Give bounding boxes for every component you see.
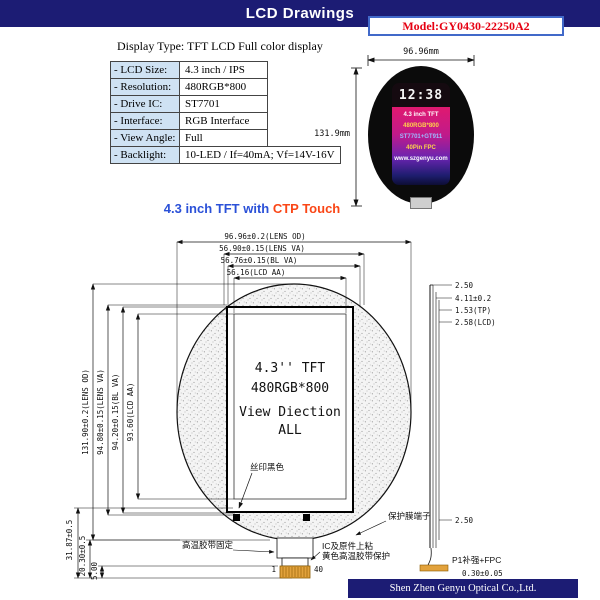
svg-text:96.96±0.2(LENS OD): 96.96±0.2(LENS OD) [224,232,305,241]
svg-text:ALL: ALL [278,423,302,438]
subtitle-accent: CTP Touch [272,201,341,216]
silk-print-leader [238,472,253,509]
svg-text:4.11±0.2: 4.11±0.2 [455,294,491,303]
svg-text:93.60(LCD AA): 93.60(LCD AA) [126,383,135,442]
svg-text:131.90±0.2(LENS OD): 131.90±0.2(LENS OD) [81,369,90,455]
side-view-labels: 2.50 4.11±0.2 1.53(TP) 2.58(LCD) 2.50 [455,281,496,525]
lcd-screen: 12:38 4.3 inch TFT 480RGB*800 ST7701+GT9… [392,83,450,185]
subtitle-lead: 4.3 inch TFT with [163,201,273,216]
svg-text:480RGB*800: 480RGB*800 [251,381,329,396]
screen-line: 40Pin FPC [406,145,436,151]
svg-text:View Diection: View Diection [239,405,341,420]
svg-text:31.87±0.5: 31.87±0.5 [65,520,74,561]
spec-value: ST7701 [180,95,268,113]
spec-label: - Drive IC: [110,95,180,113]
fpc-stiffener-label: P1补强+FPC [452,555,501,565]
spec-label: - Interface: [110,112,180,130]
svg-text:2.50: 2.50 [455,516,474,525]
company-footer: Shen Zhen Genyu Optical Co.,Ltd. [348,579,578,598]
bottom-left-dimension-lines [74,507,292,579]
pin1-label: 1 [271,565,276,574]
film-terminal-label: 保护膜端子 [388,511,431,521]
panel-text: 4.3'' TFT 480RGB*800 View Diection ALL [239,361,341,438]
display-type-text: Display Type: TFT LCD Full color display [117,39,323,53]
spec-value: 480RGB*800 [180,78,268,96]
table-row: - LCD Size: 4.3 inch / IPS [110,61,341,79]
fpc-tab [410,197,432,209]
svg-text:5.00: 5.00 [90,561,99,580]
top-dimension-lines [176,239,412,410]
product-photo: 12:38 4.3 inch TFT 480RGB*800 ST7701+GT9… [366,66,476,212]
screen-line: 480RGB*800 [403,123,439,129]
svg-text:黄色高温胶带保护: 黄色高温胶带保护 [322,551,390,561]
svg-text:94.80±0.15(LENS VA): 94.80±0.15(LENS VA) [96,369,105,455]
left-dimension-lines [90,283,292,541]
side-view [419,284,452,572]
alignment-mark-right [303,514,310,521]
spec-table: - LCD Size: 4.3 inch / IPS - Resolution:… [110,61,341,164]
product-subtitle: 4.3 inch TFT with CTP Touch [140,201,364,216]
photo-dimension-lines [351,55,475,207]
silk-print-label: 丝印黑色 [250,462,285,472]
svg-text:IC及原件上粘: IC及原件上粘 [322,541,374,551]
table-row: - Resolution: 480RGB*800 [110,78,341,96]
pin40-label: 40 [314,565,324,574]
left-dimension-labels: 131.90±0.2(LENS OD) 94.80±0.15(LENS VA) … [81,369,135,455]
screen-text: 4.3 inch TFT 480RGB*800 ST7701+GT911 40P… [392,107,450,185]
spec-value: Full [180,129,268,147]
table-row: - Backlight: 10-LED / If=40mA; Vf=14V-16… [110,146,341,164]
svg-text:20.30±0.5: 20.30±0.5 [78,536,87,577]
panel-active-area-rect [233,313,347,500]
film-terminal-leader [355,520,387,536]
page-title: LCD Drawings [245,5,355,22]
top-dimension-labels: 96.96±0.2(LENS OD) 56.90±0.15(LENS VA) 5… [219,232,306,277]
bottom-left-dimension-labels: 31.87±0.5 20.30±0.5 5.00 [65,520,99,580]
spec-label: - View Angle: [110,129,180,147]
photo-width-dim: 96.96mm [403,47,439,57]
svg-text:2.50: 2.50 [455,281,474,290]
svg-text:56.76±0.15(BL VA): 56.76±0.15(BL VA) [221,256,298,265]
spec-label: - Backlight: [110,146,180,164]
tape-fix-label: 高温胶带固定 [182,540,234,550]
fpc-connector [276,537,314,579]
spec-value: 10-LED / If=40mA; Vf=14V-16V [180,146,341,164]
tape-fix-leader [232,549,275,554]
spec-label: - LCD Size: [110,61,180,79]
spec-label: - Resolution: [110,78,180,96]
screen-line: ST7701+GT911 [399,134,443,140]
svg-text:2.58(LCD): 2.58(LCD) [455,318,496,327]
photo-height-dim: 131.9mm [314,129,350,139]
table-row: - Interface: RGB Interface [110,112,341,130]
svg-text:94.20±0.15(BL VA): 94.20±0.15(BL VA) [111,374,120,451]
svg-text:1.53(TP): 1.53(TP) [455,306,491,315]
table-row: - Drive IC: ST7701 [110,95,341,113]
clock-display: 12:38 [392,83,450,107]
svg-text:56.90±0.15(LENS VA): 56.90±0.15(LENS VA) [219,244,305,253]
fpc-thickness-label: 0.30±0.05 [462,569,503,578]
panel-outer-rect [226,306,354,513]
model-number-box: Model:GY0430-22250A2 [368,16,564,36]
svg-text:56.16(LCD AA): 56.16(LCD AA) [227,268,286,277]
table-row: - View Angle: Full [110,129,341,147]
spec-value: RGB Interface [180,112,268,130]
spec-value: 4.3 inch / IPS [180,61,268,79]
model-number: Model:GY0430-22250A2 [402,19,530,33]
ic-tape-leader [310,551,321,561]
screen-line: www.szgenyu.com [394,156,448,162]
alignment-mark-left [233,514,240,521]
ic-tape-note: IC及原件上粘 黄色高温胶带保护 [322,541,390,561]
screen-line: 4.3 inch TFT [403,112,439,118]
svg-text:4.3'' TFT: 4.3'' TFT [255,361,326,376]
